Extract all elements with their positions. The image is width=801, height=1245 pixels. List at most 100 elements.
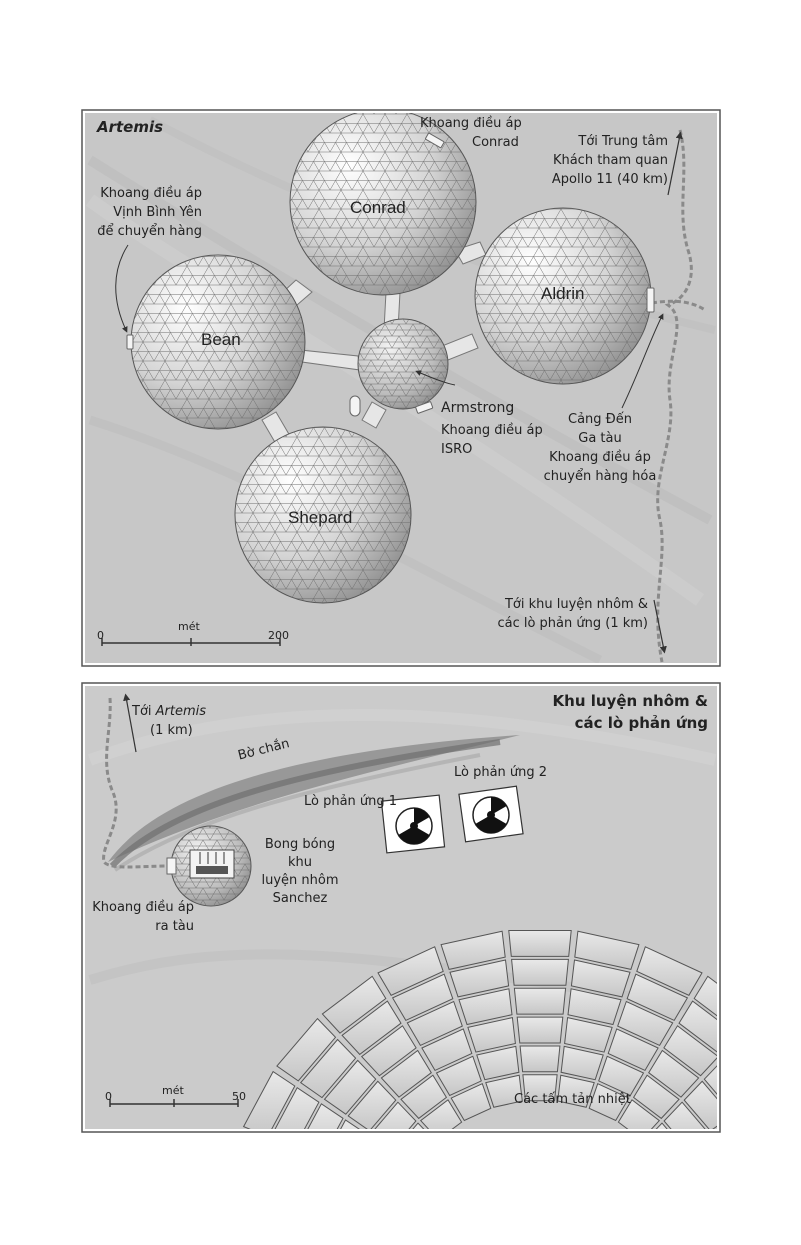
radiator-panel	[449, 959, 510, 998]
radiator-panel	[340, 1119, 360, 1129]
radiator-panels	[242, 930, 801, 1192]
top-map-title: Artemis	[97, 118, 164, 136]
radiator-panel	[598, 1055, 645, 1097]
radiator-panel	[377, 946, 444, 996]
radiator-panel	[307, 1103, 344, 1129]
dome-label-shepard: Shepard	[288, 508, 353, 527]
radiator-panel	[632, 1074, 680, 1120]
conrad-airlock-icon	[425, 132, 445, 149]
exit-airlock-icon	[166, 857, 177, 875]
radiator-panel	[724, 1040, 779, 1098]
radiator-panel	[299, 1038, 357, 1099]
radiator-panel	[678, 1000, 717, 1053]
top-scale-unit: mét	[178, 620, 200, 633]
radiator-panel	[485, 1074, 523, 1108]
conrad-airlock-label: Khoang điều áp Conrad	[420, 116, 522, 150]
radiator-panel	[378, 1152, 416, 1192]
port-airlock-icon	[646, 287, 655, 313]
bottom-scale-start: 0	[105, 1090, 112, 1103]
radiator-panel	[689, 1136, 730, 1181]
port-label: Cảng Đến Ga tàu Khoang điều áp chuyển hà…	[543, 412, 657, 484]
isro-airlock-icon	[415, 401, 434, 414]
radiator-panel	[703, 1065, 717, 1095]
radiator-panel	[665, 1152, 703, 1192]
dome-label-bean: Bean	[201, 330, 241, 349]
radiator-panel	[400, 1074, 448, 1120]
radiator-panel	[360, 1025, 417, 1077]
radiator-panel	[511, 958, 569, 986]
radiator-panel	[607, 1028, 659, 1072]
radiator-panel	[567, 988, 622, 1026]
radiator-panel	[745, 1019, 801, 1081]
radiator-panel	[458, 988, 513, 1026]
dome-bean	[130, 254, 306, 430]
radiator-panel	[636, 946, 703, 996]
top-scale-end: 200	[268, 629, 289, 642]
reactor-1	[380, 794, 446, 854]
radiator-panel	[570, 959, 631, 998]
radiator-panel	[347, 1080, 397, 1129]
radiator-panel	[467, 1016, 516, 1053]
dome-label-conrad: Conrad	[350, 198, 406, 217]
radiator-panel	[476, 1045, 520, 1081]
radiator-panel	[374, 1101, 417, 1129]
dome-label-aldrin: Aldrin	[541, 284, 585, 303]
bottom-map-title: Khu luyện nhôm & các lò phản ứng	[552, 692, 708, 732]
tranquility-airlock-icon	[126, 334, 134, 350]
radiator-panel	[419, 1099, 463, 1129]
radiator-panel	[435, 1055, 482, 1097]
radiator-panel	[412, 1122, 425, 1129]
tranquility-airlock-label: Khoang điều áp Vịnh Bình Yên để chuyển h…	[97, 186, 202, 239]
bottom-scale-bar	[109, 1099, 239, 1107]
radiator-panel	[380, 1049, 432, 1098]
reactor-2-label: Lò phản ứng 2	[454, 765, 548, 780]
radiator-panel	[617, 1099, 661, 1129]
radiator-panel	[440, 930, 506, 970]
radiator-panel	[351, 1136, 392, 1181]
radiator-panel	[276, 1017, 337, 1082]
reactor-1-label: Lò phản ứng 1	[304, 794, 398, 809]
smelter-bubble-label: Bong bóng khu luyện nhôm Sanchez	[261, 837, 339, 906]
radiator-panel	[513, 987, 567, 1015]
reactor-2	[458, 785, 524, 843]
radiator-panel	[519, 1045, 561, 1073]
radiator-panel	[737, 1104, 783, 1159]
radiator-panel	[516, 1016, 564, 1044]
bottom-scale-end: 50	[232, 1090, 246, 1103]
radiator-panel	[321, 975, 387, 1034]
radiator-panel	[761, 1088, 801, 1148]
dome-aldrin	[474, 207, 652, 385]
top-scale-start: 0	[97, 629, 104, 642]
radiator-panel	[560, 1045, 604, 1081]
visitor-center-label: Tới Trung tâm Khách tham quan Apollo 11 …	[551, 134, 668, 187]
radiator-panel	[626, 973, 689, 1022]
radiator-panel	[663, 1025, 717, 1077]
dome-shepard	[234, 426, 412, 604]
radiator-panel	[564, 1016, 613, 1053]
bottom-scale-unit: mét	[162, 1084, 184, 1097]
sanchez-smelter-bubble	[166, 825, 252, 907]
radiator-panel	[274, 1086, 320, 1129]
radiator-panel	[648, 1049, 700, 1098]
to-smelter-label: Tới khu luyện nhôm & các lò phản ứng (1 …	[497, 597, 648, 631]
radiator-panel	[242, 1070, 296, 1129]
radiator-panel	[341, 1000, 402, 1056]
radiator-panel	[683, 1080, 717, 1129]
dome-armstrong	[357, 318, 449, 410]
radiator-panel	[588, 1083, 630, 1122]
radiator-panel	[557, 1074, 595, 1108]
dome-conrad	[289, 113, 477, 296]
radiator-panel	[785, 1072, 801, 1137]
dome-label-armstrong: Armstrong	[441, 400, 515, 416]
top-scale-bar	[101, 638, 281, 646]
radiator-panel	[617, 1000, 674, 1047]
radiator-panel	[663, 1101, 706, 1129]
radiator-panel	[522, 1074, 558, 1102]
isro-airlock-label: Khoang điều áp ISRO	[441, 423, 543, 457]
radiator-panel	[693, 975, 717, 1017]
radiator-panel	[421, 1028, 473, 1072]
radiator-panel	[450, 1083, 492, 1122]
radiator-panel	[391, 973, 454, 1022]
radiator-panel	[655, 1122, 668, 1129]
